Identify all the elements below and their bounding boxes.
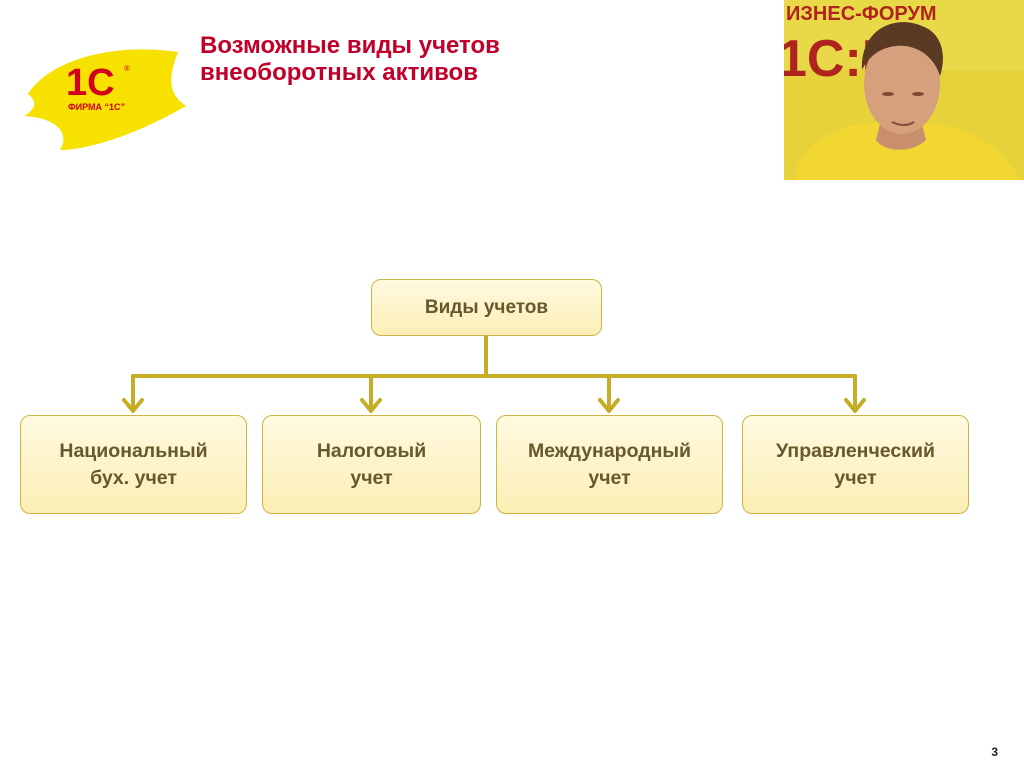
page-number: 3 <box>991 745 998 759</box>
registered-mark: ® <box>124 64 130 73</box>
arrowhead-tax <box>362 400 380 411</box>
slide-title-line-1: Возможные виды учетов <box>200 32 760 59</box>
node-label-line-1: Международный <box>528 438 691 465</box>
node-label-line-1: Национальный <box>59 438 207 465</box>
node-label-line-2: бух. учет <box>90 465 177 492</box>
node-label-line-2: учет <box>834 465 876 492</box>
node-label-line-2: учет <box>350 465 392 492</box>
arrowhead-international <box>600 400 618 411</box>
arrowhead-management <box>846 400 864 411</box>
node-tax-accounting: Налоговый учет <box>262 415 481 514</box>
logo-brand-text: 1С <box>66 62 115 104</box>
node-national-accounting: Национальный бух. учет <box>20 415 247 514</box>
company-logo: 1С ® ФИРМА “1С” <box>18 38 190 154</box>
slide-title-line-2: внеоборотных активов <box>200 59 760 86</box>
root-node-accounting-types: Виды учетов <box>371 279 602 336</box>
slide-title: Возможные виды учетов внеоборотных актив… <box>200 32 760 86</box>
node-label-line-1: Управленческий <box>776 438 935 465</box>
speaker-video-inset: ИЗНЕС-ФОРУМ 1С:ЕР <box>784 0 1024 180</box>
node-label-line-1: Налоговый <box>317 438 426 465</box>
root-node-label: Виды учетов <box>425 297 548 319</box>
arrowhead-national <box>124 400 142 411</box>
banner-text-line-1: ИЗНЕС-ФОРУМ <box>786 3 937 25</box>
node-international-accounting: Международный учет <box>496 415 723 514</box>
logo-caption: ФИРМА “1С” <box>68 102 125 112</box>
node-management-accounting: Управленческий учет <box>742 415 969 514</box>
node-label-line-2: учет <box>588 465 630 492</box>
